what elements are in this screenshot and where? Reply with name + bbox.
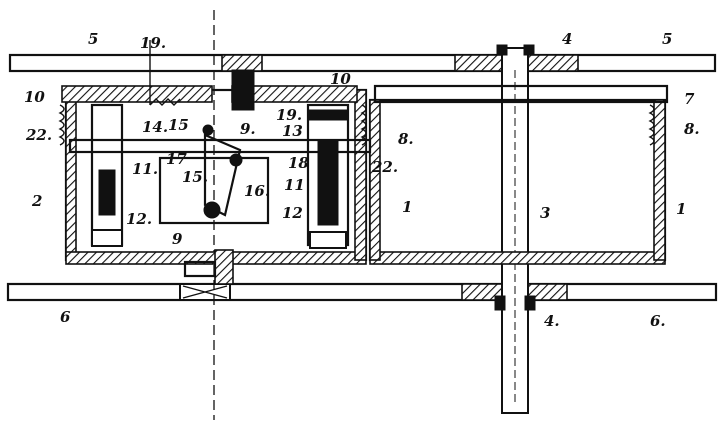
link-arm: [202, 124, 243, 219]
label-6-left: 6: [60, 308, 71, 326]
top-frame-bar: [8, 53, 717, 73]
left-plunger: [90, 103, 124, 247]
bottom-frame-bar: [6, 282, 718, 302]
label-9-top: 9.: [240, 120, 256, 138]
spring-left: [58, 104, 65, 146]
label-5-right: 5: [662, 30, 672, 48]
label-4-bottom: 4.: [544, 312, 560, 330]
label-11-left: 11.: [132, 160, 158, 178]
label-16: 16.: [244, 182, 270, 200]
label-19-mid: 19.: [276, 106, 302, 124]
label-14: 14.: [142, 118, 168, 136]
reference-labels: 1 1 2 3 4 4. 5 5 6 6. 7 8. 8. 9. 9 10 10…: [24, 30, 700, 330]
central-shaft: [494, 44, 536, 414]
label-3: 3: [540, 204, 550, 222]
right-plunger: [306, 103, 350, 249]
label-9-bottom: 9: [172, 230, 183, 248]
cam-block: [158, 156, 270, 225]
label-22-right: 22.: [371, 158, 398, 176]
label-5-left: 5: [88, 30, 98, 48]
label-13: 13: [282, 122, 303, 140]
slide-bar: [68, 138, 372, 154]
label-22-left: 22.: [25, 126, 52, 144]
label-12-right: 12: [282, 204, 303, 222]
label-8-right: 8.: [684, 120, 700, 138]
label-12-left: 12.: [126, 210, 152, 228]
spring-19: [149, 40, 181, 106]
label-4-top: 4: [562, 30, 572, 48]
gear-rack: [61, 69, 358, 111]
label-19-top: 19.: [140, 34, 166, 52]
label-1-left: 1: [402, 198, 412, 216]
label-2: 2: [31, 192, 42, 210]
label-7: 7: [684, 90, 695, 108]
center-hub: [183, 249, 234, 285]
right-drum-housing: [368, 98, 667, 265]
label-6-right: 6.: [650, 312, 666, 330]
label-17: 17: [166, 150, 187, 168]
label-10-left: 10: [24, 88, 45, 106]
label-15-top: 15: [168, 116, 189, 134]
label-1-right: 1: [676, 200, 686, 218]
label-18: 18: [288, 154, 309, 172]
label-8-left: 8.: [398, 130, 414, 148]
label-10-mid: 10: [330, 70, 351, 88]
label-15-bottom: 15.: [182, 168, 208, 186]
plate-7: [373, 84, 669, 104]
spring-right: [360, 104, 655, 146]
label-11-right: 11: [284, 176, 305, 194]
